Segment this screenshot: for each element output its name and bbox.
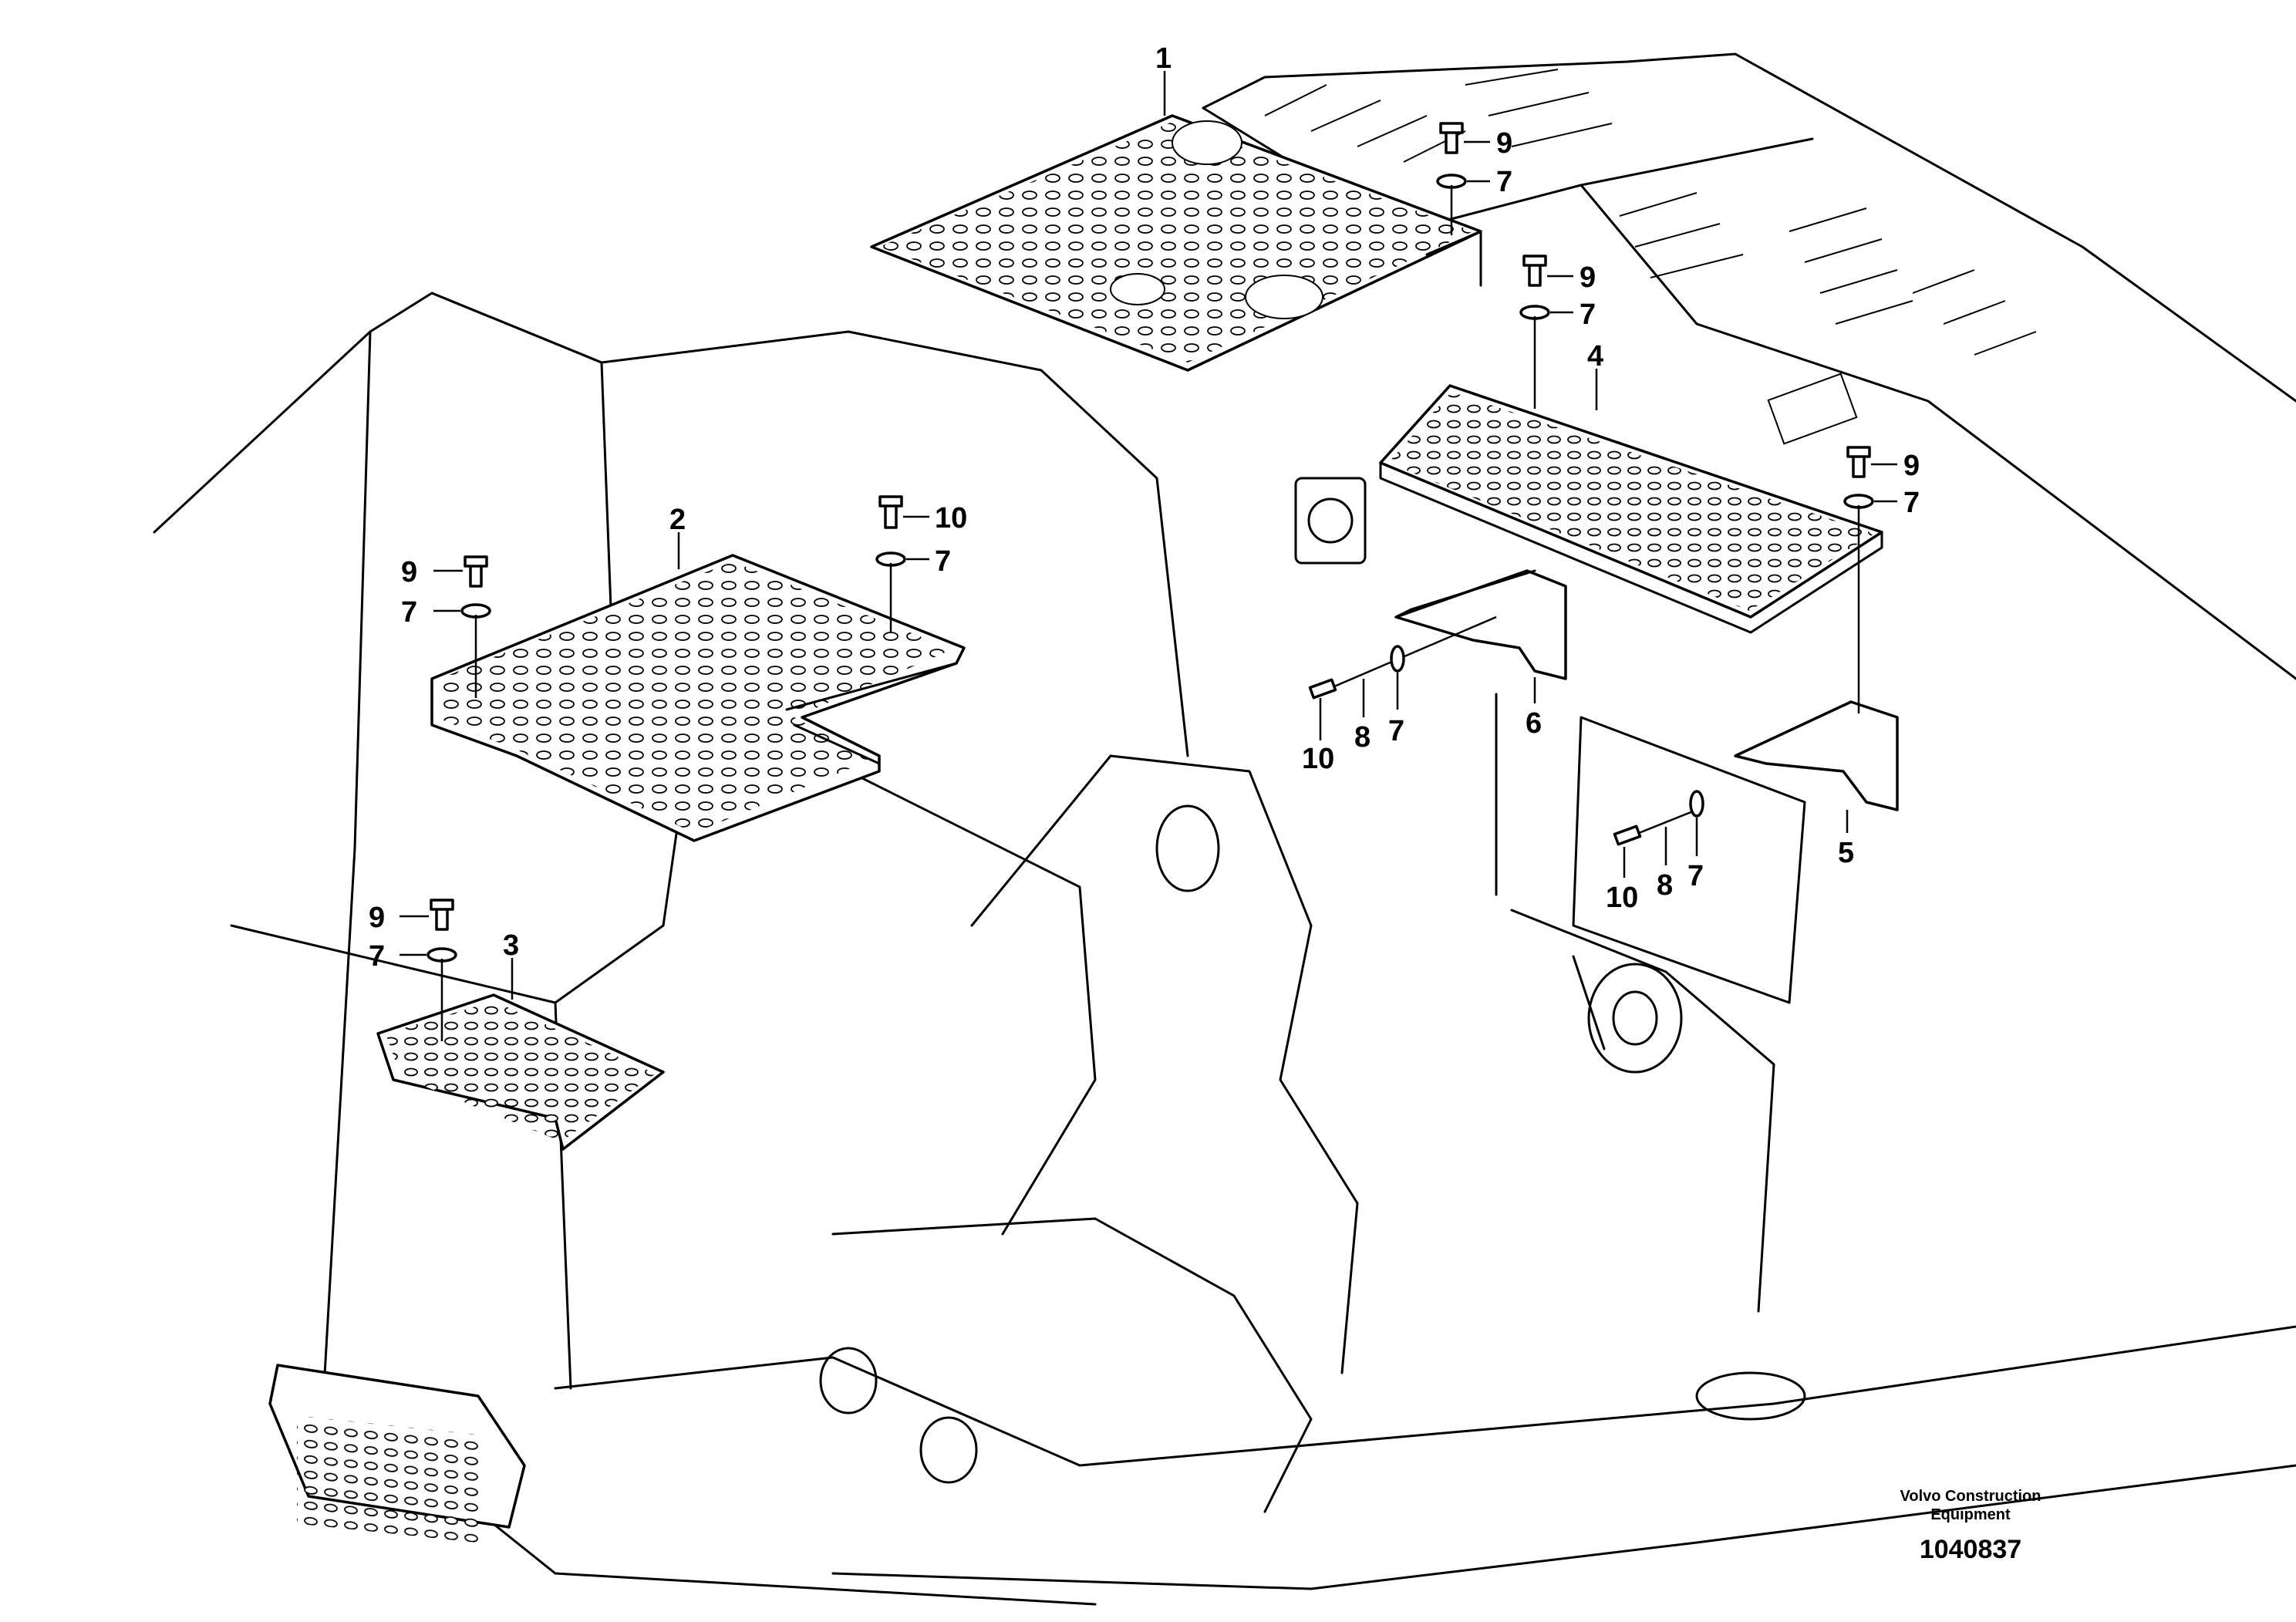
- brand-block: Volvo Construction Equipment: [1874, 1487, 2067, 1524]
- callout-4: 4: [1587, 340, 1603, 373]
- callout-7-f: 7: [369, 940, 385, 973]
- callout-9-b: 9: [1580, 261, 1596, 294]
- callout-8-b: 8: [1657, 869, 1673, 902]
- callout-9-a: 9: [1496, 127, 1512, 160]
- callout-2: 2: [669, 504, 686, 536]
- brand-line-2: Equipment: [1930, 1506, 2011, 1523]
- callout-9-c: 9: [1903, 450, 1920, 482]
- callout-6: 6: [1526, 707, 1542, 740]
- callout-7-c: 7: [1903, 487, 1920, 519]
- callout-10-b: 10: [1302, 743, 1334, 775]
- callout-3: 3: [503, 929, 519, 962]
- callout-9-e: 9: [369, 902, 385, 934]
- fasteners: [426, 122, 1874, 1041]
- callout-7-d: 7: [935, 545, 951, 578]
- machine-frame: [153, 52, 2296, 1606]
- callout-8-a: 8: [1354, 721, 1371, 754]
- brand-line-1: Volvo Construction: [1900, 1488, 2041, 1505]
- callout-7-e: 7: [401, 596, 417, 629]
- callout-7-b: 7: [1580, 298, 1596, 331]
- callout-7-a: 7: [1496, 166, 1512, 198]
- floor-plate-1: [870, 114, 1482, 372]
- callouts: 1 2 3 4 5 6 9 7 9 7 9 7 10 7 9 7 9: [369, 42, 1920, 1000]
- callout-7-h: 7: [1687, 860, 1704, 892]
- floor-plate-3: [376, 993, 665, 1151]
- callout-5: 5: [1838, 837, 1854, 869]
- document-number: 1040837: [1919, 1535, 2022, 1564]
- callout-9-d: 9: [401, 556, 417, 588]
- bracket-6: [1394, 569, 1567, 680]
- callout-10-c: 10: [1606, 882, 1638, 914]
- callout-10-a: 10: [935, 502, 967, 534]
- callout-1: 1: [1155, 42, 1172, 75]
- callout-7-g: 7: [1388, 715, 1404, 747]
- bracket-5: [1734, 700, 1899, 811]
